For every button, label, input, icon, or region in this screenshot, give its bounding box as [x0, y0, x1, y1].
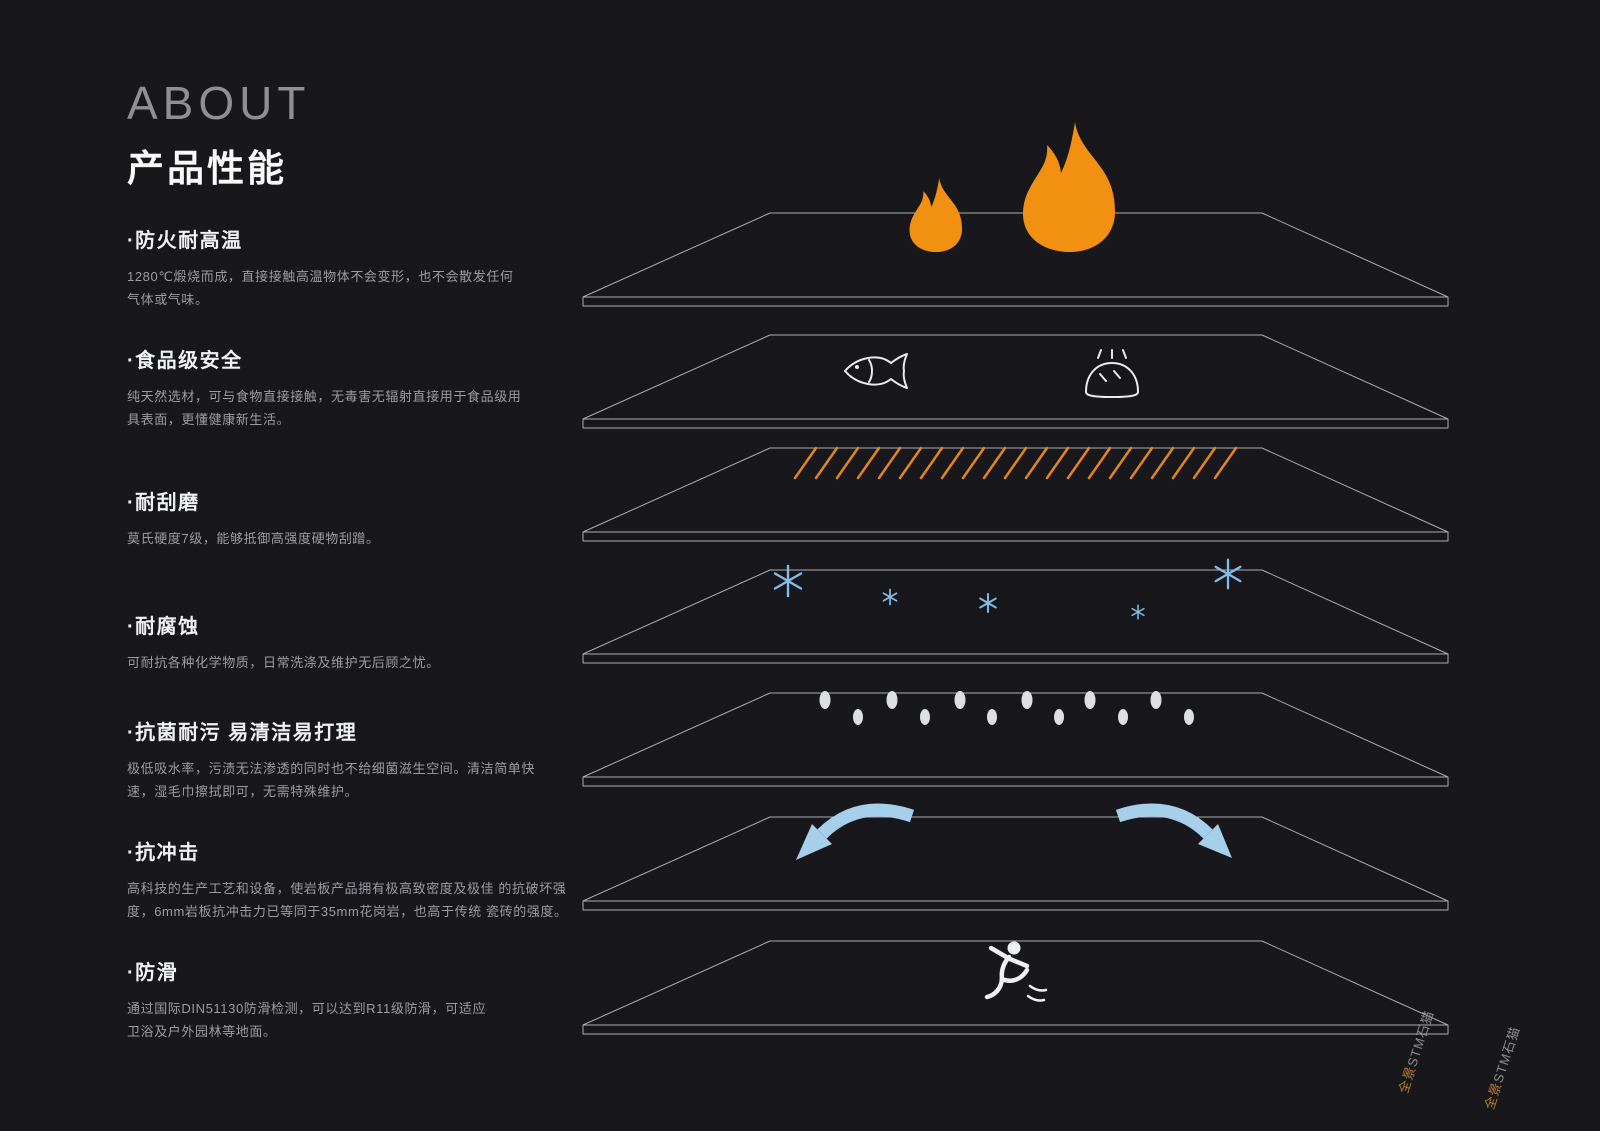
- droplets-icon: [819, 691, 1194, 725]
- feature-description: 通过国际DIN51130防滑检测，可以达到R11级防滑，可适应卫浴及户外园林等地…: [127, 1001, 487, 1040]
- feature-description: 纯天然选材，可与食物直接接触，无毒害无辐射直接用于食品级用具表面，更懂健康新生活…: [127, 389, 522, 428]
- feature-anti-slip: ·防滑 通过国际DIN51130防滑检测，可以达到R11级防滑，可适应卫浴及户外…: [127, 956, 495, 1043]
- page-header: ABOUT 产品性能: [127, 76, 310, 192]
- feature-title: ·耐刮磨: [127, 492, 200, 514]
- scratch-lines-icon: [793, 446, 1238, 480]
- feature-title: ·抗菌耐污 易清洁易打理: [127, 722, 358, 744]
- slab-outlines: [582, 212, 1449, 1035]
- feature-description: 极低吸水率，污渍无法渗透的同时也不给细菌滋生空间。清洁简单快速，湿毛巾擦拭即可，…: [127, 761, 536, 800]
- fish-icon: [844, 353, 908, 389]
- impact-arrows-icon: [796, 803, 1232, 860]
- snowflakes-icon: [773, 558, 1242, 620]
- eyebrow-about: ABOUT: [127, 77, 311, 129]
- flame-icon: [909, 122, 1115, 253]
- feature-food-safety: ·食品级安全 纯天然选材，可与食物直接接触，无毒害无辐射直接用于食品级用具表面，…: [127, 344, 525, 431]
- feature-impact-resistance: ·抗冲击 高科技的生产工艺和设备，使岩板产品拥有极高致密度及极佳 的抗破坏强度，…: [127, 836, 579, 923]
- feature-title: ·防火耐高温: [127, 230, 243, 252]
- feature-description: 高科技的生产工艺和设备，使岩板产品拥有极高致密度及极佳 的抗破坏强度，6mm岩板…: [127, 881, 568, 920]
- feature-scratch-resistance: ·耐刮磨 莫氏硬度7级，能够抵御高强度硬物刮蹭。: [127, 486, 547, 550]
- feature-title: ·抗冲击: [127, 842, 200, 864]
- feature-title: ·食品级安全: [127, 350, 243, 372]
- feature-title: ·耐腐蚀: [127, 616, 200, 638]
- slip-person-icon: [984, 941, 1048, 1002]
- feature-description: 可耐抗各种化学物质，日常洗涤及维护无后顾之忧。: [127, 655, 440, 670]
- bread-icon: [1084, 349, 1140, 399]
- slab-layers-diagram: [582, 122, 1449, 1035]
- page-title: 产品性能: [127, 148, 287, 189]
- feature-title: ·防滑: [127, 962, 179, 984]
- feature-antibacterial: ·抗菌耐污 易清洁易打理 极低吸水率，污渍无法渗透的同时也不给细菌滋生空间。清洁…: [127, 716, 545, 803]
- feature-description: 1280℃煅烧而成，直接接触高温物体不会变形，也不会散发任何气体或气味。: [127, 269, 514, 308]
- feature-description: 莫氏硬度7级，能够抵御高强度硬物刮蹭。: [127, 531, 380, 546]
- feature-corrosion-resistance: ·耐腐蚀 可耐抗各种化学物质，日常洗涤及维护无后顾之忧。: [127, 610, 547, 674]
- feature-fire-resistance: ·防火耐高温 1280℃煅烧而成，直接接触高温物体不会变形，也不会散发任何气体或…: [127, 224, 525, 311]
